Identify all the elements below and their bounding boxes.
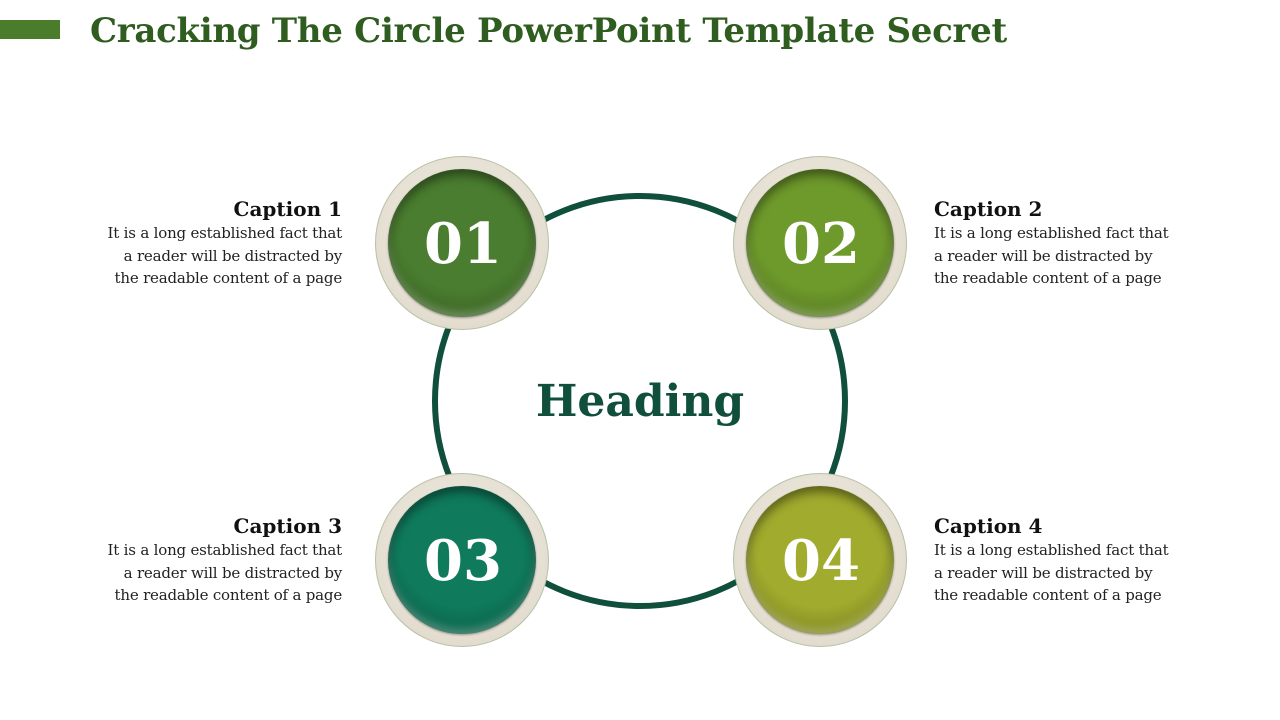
step-badge-01: 01 — [375, 156, 549, 330]
caption-line: It is a long established fact that — [107, 224, 343, 242]
caption-line: a reader will be distracted by — [934, 563, 1153, 582]
step-number: 01 — [424, 211, 502, 277]
step-badge-03: 03 — [375, 473, 549, 647]
caption-body: It is a long established fact that a rea… — [82, 539, 343, 607]
title-accent-bar — [0, 20, 60, 39]
caption-body: It is a long established fact that a rea… — [82, 222, 343, 290]
step-disc — [746, 169, 894, 317]
step-badge-02: 02 — [733, 156, 907, 330]
step-number: 04 — [782, 528, 860, 594]
step-number: 02 — [782, 211, 860, 277]
caption-line: a reader will be distracted by — [123, 563, 343, 582]
step-disc — [388, 486, 536, 634]
step-number: 03 — [424, 528, 502, 594]
caption-3: Caption 3 It is a long established fact … — [82, 513, 343, 607]
caption-line: the readable content of a page — [114, 269, 343, 287]
central-ring — [432, 193, 848, 609]
step-badge-04: 04 — [733, 473, 907, 647]
caption-line: the readable content of a page — [934, 586, 1162, 604]
caption-2: Caption 2 It is a long established fact … — [934, 196, 1194, 290]
center-heading: Heading — [535, 376, 745, 427]
caption-title: Caption 1 — [233, 197, 342, 221]
caption-line: a reader will be distracted by — [123, 246, 343, 265]
caption-line: a reader will be distracted by — [934, 246, 1153, 265]
caption-title: Caption 2 — [934, 197, 1043, 221]
caption-line: the readable content of a page — [934, 269, 1162, 287]
caption-body: It is a long established fact that a rea… — [934, 222, 1194, 290]
caption-1: Caption 1 It is a long established fact … — [82, 196, 343, 290]
slide-title: Cracking The Circle PowerPoint Template … — [90, 11, 1007, 51]
caption-line: the readable content of a page — [114, 586, 343, 604]
caption-title: Caption 3 — [233, 514, 342, 538]
caption-4: Caption 4 It is a long established fact … — [934, 513, 1194, 607]
caption-line: It is a long established fact that — [934, 224, 1169, 242]
step-disc — [388, 169, 536, 317]
caption-line: It is a long established fact that — [934, 541, 1169, 559]
caption-line: It is a long established fact that — [107, 541, 343, 559]
caption-title: Caption 4 — [934, 514, 1043, 538]
step-disc — [746, 486, 894, 634]
caption-body: It is a long established fact that a rea… — [934, 539, 1194, 607]
